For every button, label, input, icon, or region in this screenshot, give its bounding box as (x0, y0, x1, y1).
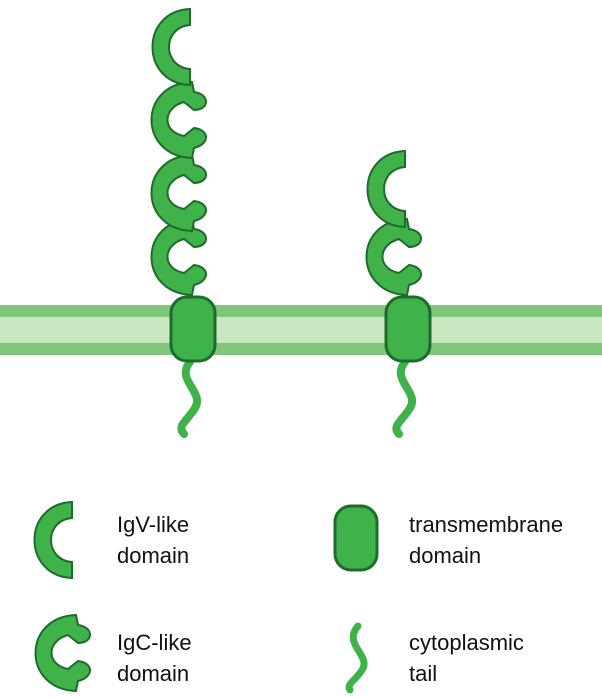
cytoplasmic-tail (177, 358, 201, 438)
cytoplasmic-tail (392, 358, 416, 438)
igv-like-domain-icon (33, 501, 73, 579)
legend-label-cytoplasmic-tail: cytoplasmic tail (409, 627, 524, 689)
legend-label-igc: IgC-like domain (117, 627, 192, 689)
legend-igc-line1: IgC-like (117, 630, 192, 655)
transmembrane-domain (169, 295, 217, 363)
legend-icons (33, 501, 379, 694)
cell-membrane (0, 305, 602, 355)
legend-igv-line2: domain (117, 543, 190, 568)
igv-like-domain (151, 8, 191, 86)
legend-label-transmembrane: transmembrane domain (409, 509, 563, 571)
legend-igc-line2: domain (117, 661, 190, 686)
cytoplasmic-tail-icon (345, 622, 368, 694)
transmembrane-domain (384, 295, 432, 363)
igc-like-domain (150, 218, 207, 296)
legend-label-igv: IgV-like domain (117, 509, 189, 571)
legend-tm-line1: transmembrane (409, 512, 564, 537)
protein-left (150, 8, 217, 438)
legend-igv-line1: IgV-like (117, 512, 190, 537)
igc-like-domain (150, 81, 207, 159)
protein-right (365, 150, 432, 438)
igv-like-domain (366, 150, 406, 228)
igc-like-domain-icon (34, 614, 91, 692)
igc-like-domain (365, 218, 422, 296)
legend-tail-line1: cytoplasmic (409, 630, 524, 655)
transmembrane-domain-icon (333, 504, 379, 572)
legend-tm-line2: domain (409, 543, 482, 568)
igc-like-domain (150, 154, 207, 232)
membrane-inner-band (0, 317, 602, 343)
legend-tail-line2: tail (409, 661, 438, 686)
